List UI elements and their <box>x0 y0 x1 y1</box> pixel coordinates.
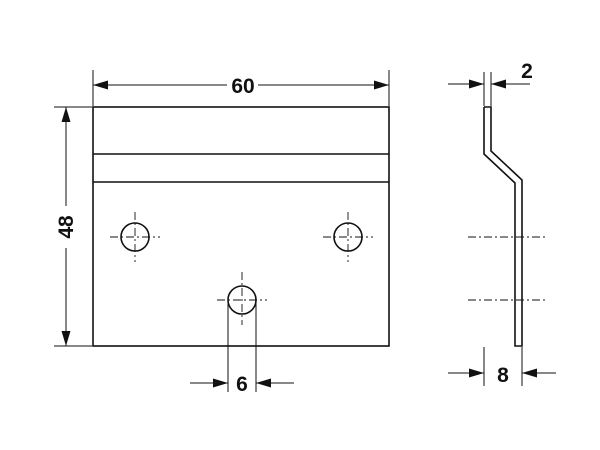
mounting-hole-left <box>110 212 160 262</box>
mounting-hole-right <box>323 212 373 262</box>
front-view <box>92 106 390 347</box>
dimension-width: 60 <box>92 70 390 106</box>
dimension-depth-label: 8 <box>497 364 509 387</box>
plate-outline <box>92 106 390 347</box>
dimension-thickness: 2 <box>448 60 533 106</box>
dimension-height: 48 <box>54 106 92 347</box>
dimension-hole-diameter-label: 6 <box>236 373 248 396</box>
dimension-thickness-label: 2 <box>521 60 533 83</box>
dimension-width-label: 60 <box>231 75 254 98</box>
side-view <box>468 106 545 347</box>
mounting-hole-bottom <box>217 272 267 325</box>
dimension-hole-diameter: 6 <box>190 300 294 396</box>
profile-outline <box>483 106 523 347</box>
dimension-height-label: 48 <box>55 215 78 239</box>
dimension-depth: 8 <box>448 347 556 387</box>
